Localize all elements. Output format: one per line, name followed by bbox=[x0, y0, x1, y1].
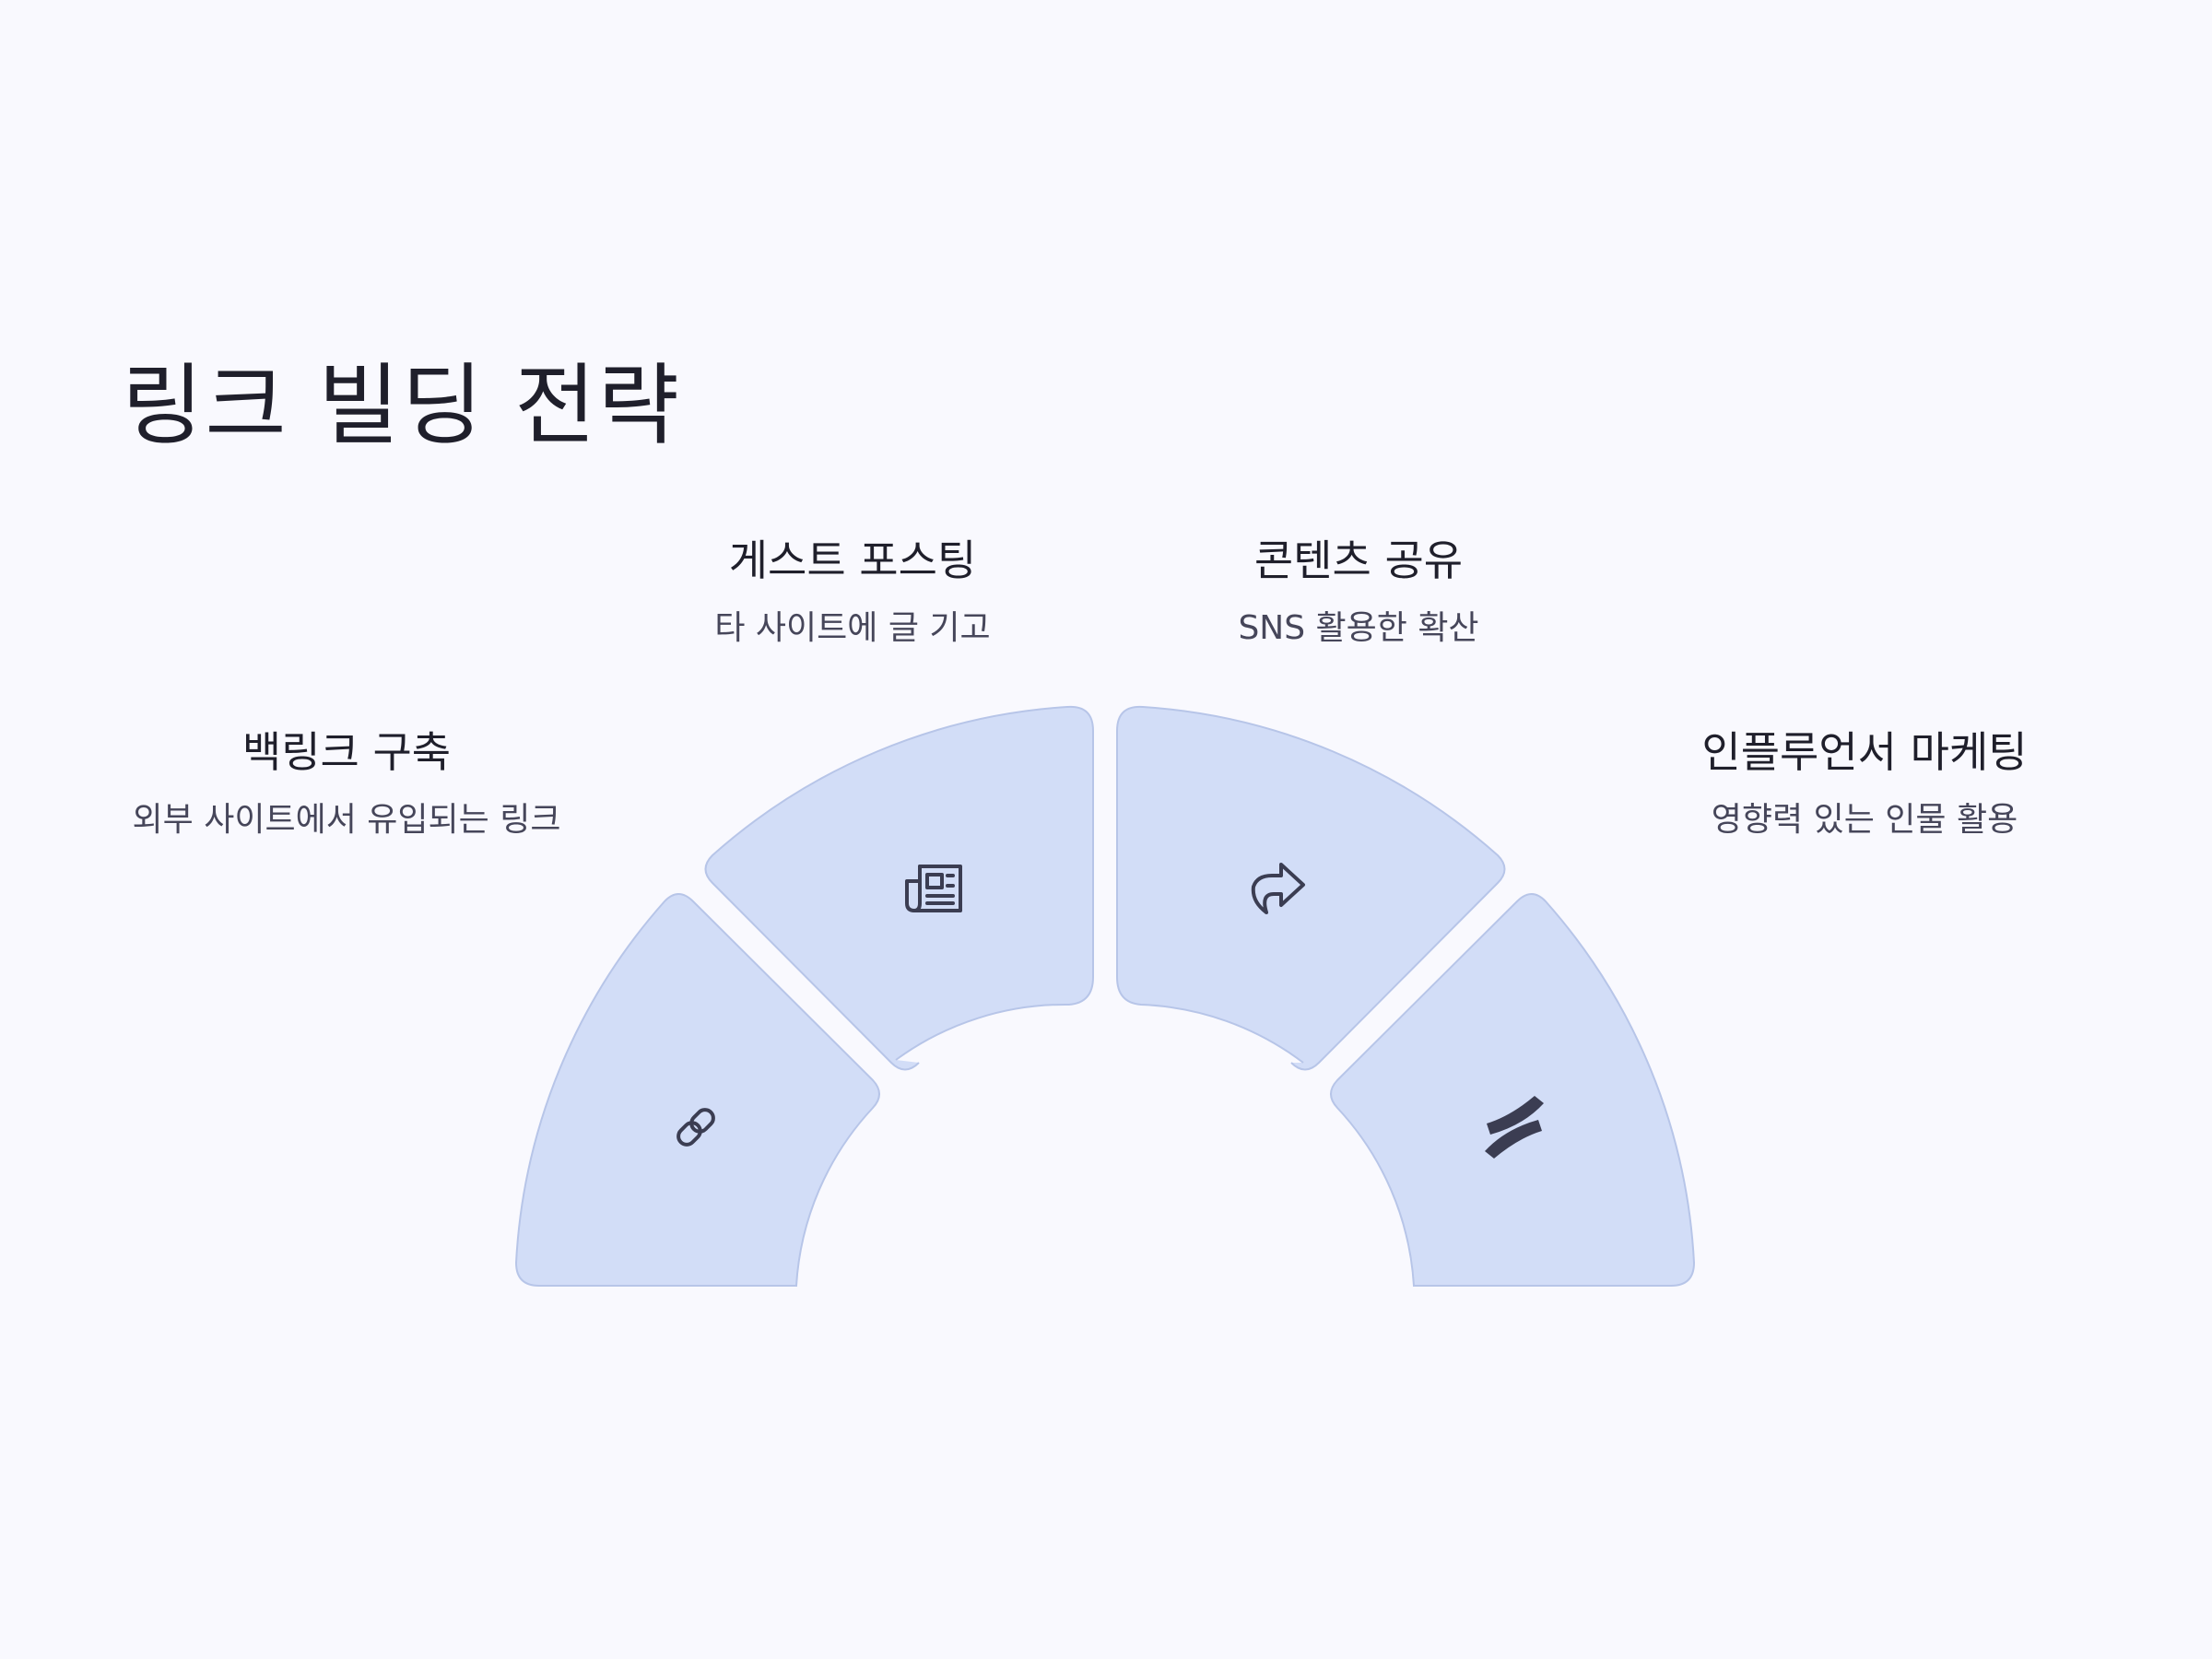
confluence-icon bbox=[1485, 1096, 1544, 1159]
item-influencer-marketing-heading: 인플루언서 마케팅 bbox=[1701, 727, 2028, 777]
item-guest-posting: 게스트 포스팅 타 사이트에 글 기고 bbox=[576, 536, 1129, 647]
segment-backlink-shape bbox=[514, 893, 880, 1287]
item-influencer-marketing-description: 영향력 있는 인물 활용 bbox=[1711, 800, 2018, 839]
item-guest-posting-description: 타 사이트에 글 기고 bbox=[714, 608, 991, 647]
item-backlink-heading: 백링크 구축 bbox=[241, 727, 452, 777]
item-guest-posting-heading: 게스트 포스팅 bbox=[728, 535, 977, 585]
share-arrow-icon bbox=[1251, 863, 1305, 914]
item-backlink-description: 외부 사이트에서 유입되는 링크 bbox=[132, 800, 561, 839]
item-content-sharing: 콘텐츠 공유 SNS 활용한 확산 bbox=[1082, 536, 1635, 647]
segment-guest-posting[interactable] bbox=[704, 705, 1094, 1071]
segment-backlink[interactable] bbox=[514, 893, 880, 1287]
segment-guest-posting-shape bbox=[704, 705, 1094, 1071]
segment-content-sharing[interactable] bbox=[1116, 705, 1506, 1071]
newspaper-icon bbox=[905, 865, 962, 912]
segment-content-sharing-shape bbox=[1116, 705, 1506, 1071]
item-content-sharing-description: SNS 활용한 확산 bbox=[1238, 608, 1479, 647]
segment-influencer-marketing-shape bbox=[1330, 893, 1696, 1287]
link-icon bbox=[677, 1108, 715, 1147]
item-content-sharing-heading: 콘텐츠 공유 bbox=[1253, 535, 1464, 585]
segment-influencer-marketing[interactable] bbox=[1330, 893, 1696, 1287]
item-backlink: 백링크 구축 외부 사이트에서 유입되는 링크 bbox=[70, 728, 623, 839]
item-influencer-marketing: 인플루언서 마케팅 영향력 있는 인물 활용 bbox=[1588, 728, 2141, 839]
page-title: 링크 빌딩 전략 bbox=[122, 354, 681, 457]
